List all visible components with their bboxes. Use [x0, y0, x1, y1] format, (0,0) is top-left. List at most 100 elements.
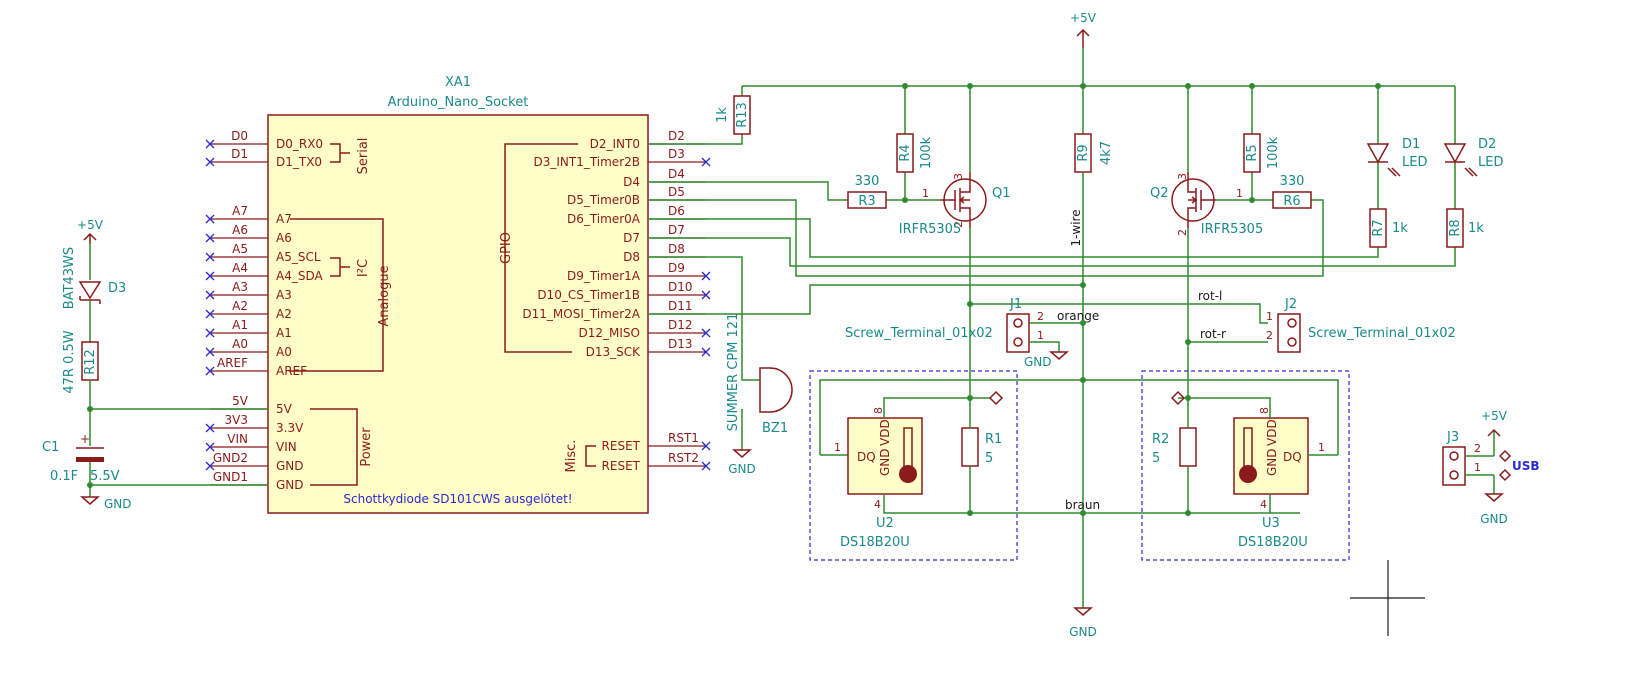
- r13-ref: R13: [735, 102, 750, 128]
- xa1-net-a7: A7: [232, 204, 248, 218]
- net-braun: braun: [1065, 498, 1100, 512]
- xa1-net-d0: D0: [231, 129, 248, 143]
- u3-pin8: 8: [1258, 407, 1271, 414]
- j3-pin1: 1: [1474, 461, 1481, 474]
- r13: R13 1k: [648, 86, 751, 145]
- u3-dq: DQ: [1283, 450, 1302, 464]
- j2-terminal: [1277, 313, 1301, 353]
- r9-ref: R9: [1076, 144, 1091, 161]
- group-analogue: Analogue: [377, 265, 392, 326]
- i2c-bracket: [330, 257, 350, 277]
- q1-ref: Q1: [992, 186, 1011, 201]
- xa1-pin-d13: D13_SCK: [586, 345, 642, 359]
- group-gpio: GPIO: [499, 232, 514, 264]
- xa1-pin-a5: A5_SCL: [276, 250, 321, 264]
- xa1-net-rst2: RST2: [668, 451, 699, 465]
- u2-pin4: 4: [874, 498, 881, 511]
- u3-pin1: 1: [1318, 441, 1325, 454]
- gnd-j1-label: GND: [1024, 355, 1052, 369]
- xa1-net-d6: D6: [668, 204, 685, 218]
- gnd-bz1-label: GND: [728, 462, 756, 476]
- gnd-c1-symbol: [80, 496, 100, 505]
- group-misc: Misc.: [564, 440, 579, 473]
- u2-gnd: GND: [878, 448, 892, 476]
- u2-vdd: VDD: [878, 419, 892, 446]
- r12-value: 47R 0.5W: [62, 330, 77, 393]
- xa1-pin-gnd1: GND: [276, 478, 304, 492]
- xa1-pin-vin: VIN: [276, 440, 297, 454]
- xa1-net-3v3: 3V3: [225, 413, 248, 427]
- xa1-net-d11: D11: [668, 299, 693, 313]
- u3-flag: [1170, 390, 1186, 406]
- r13-value: 1k: [715, 107, 730, 123]
- q1-value: IRFR5305: [899, 222, 961, 237]
- serial-bracket: [330, 143, 350, 163]
- u3-vdd: VDD: [1265, 419, 1279, 446]
- q1-pin1: 1: [922, 187, 929, 200]
- xa1-pin-d8: D8: [623, 250, 640, 264]
- plus5v-usb-symbol: [1487, 428, 1501, 437]
- xa1-pin-d11: D11_MOSI_Timer2A: [522, 307, 640, 321]
- u3-pin4: 4: [1260, 498, 1267, 511]
- u3-ref: U3: [1262, 516, 1280, 531]
- r13-resistor: [733, 95, 751, 135]
- u3-value: DS18B20U: [1238, 535, 1308, 550]
- sensor-u2: DQ GND VDD 1 4 8 U2 DS18B20U R1 5: [809, 370, 1339, 608]
- j3-pin2: 2: [1474, 442, 1481, 455]
- q2-pin1: 1: [1236, 187, 1243, 200]
- c1-value: 0.1F: [50, 469, 78, 484]
- r3-value: 330: [855, 174, 880, 189]
- xa1-ref: XA1: [445, 75, 471, 90]
- gnd-main-symbol: [1073, 607, 1093, 616]
- xa1-net-aref: AREF: [217, 356, 248, 370]
- led-stage: D1 LED R7 1k D2 LED R8 1k: [648, 86, 1503, 267]
- xa1-pin-a4: A4_SDA: [276, 269, 323, 283]
- net-rot-l: rot-l: [1198, 289, 1222, 303]
- u2-dq: DQ: [857, 450, 876, 464]
- j1-pin1: 1: [1037, 329, 1044, 342]
- xa1-pin-d4: D4: [623, 175, 640, 189]
- left-power-chain: +5V D3 BAT43WS R12 47R 0.5W + C1 0.1F 5.…: [42, 218, 268, 511]
- xa1-pin-d10: D10_CS_Timer1B: [537, 288, 640, 302]
- xa1-net-vin: VIN: [227, 432, 248, 446]
- net-rot-r: rot-r: [1200, 327, 1226, 341]
- xa1-net-d3: D3: [668, 147, 685, 161]
- xa1-net-d8: D8: [668, 242, 685, 256]
- xa1-net-d10: D10: [668, 280, 693, 294]
- q1-pin2: 2: [952, 221, 965, 228]
- xa1-pin-d6: D6_Timer0A: [567, 212, 641, 226]
- d3-value: BAT43WS: [62, 247, 77, 309]
- r6-ref: R6: [1283, 194, 1300, 209]
- xa1-net-gnd1: GND1: [213, 470, 248, 484]
- q2-pin2: 2: [1176, 229, 1189, 236]
- d1-led: [1366, 143, 1390, 164]
- j3-ref: J3: [1446, 430, 1459, 445]
- xa1-note: Schottkydiode SD101CWS ausgelötet!: [343, 492, 572, 506]
- r8-value: 1k: [1468, 221, 1484, 236]
- xa1-net-a1: A1: [232, 318, 248, 332]
- r7-ref: R7: [1371, 219, 1386, 236]
- u2-value: DS18B20U: [840, 535, 910, 550]
- xa1-pin-a1: A1: [276, 326, 292, 340]
- gnd-usb-label: GND: [1480, 512, 1508, 526]
- net-usb: USB: [1512, 459, 1540, 473]
- r8-resistor: [1446, 208, 1464, 248]
- xa1-net-a2: A2: [232, 299, 248, 313]
- q1-stage: R4 100k R3 330 1 2 3 Q1 IRFR5305: [648, 86, 1011, 398]
- u2-pin8: 8: [872, 407, 885, 414]
- xa1-net-a3: A3: [232, 280, 248, 294]
- c1-value2: 5.5V: [90, 469, 120, 484]
- r9-value: 4k7: [1099, 141, 1114, 165]
- j1-terminal: [1006, 313, 1030, 353]
- xa1-pin-rst1: RESET: [602, 439, 641, 453]
- xa1-pin-d3: D3_INT1_Timer2B: [533, 155, 640, 169]
- r4-value: 100k: [919, 136, 934, 169]
- r7-resistor: [1369, 208, 1387, 248]
- xa1-pin-d0: D0_RX0: [276, 137, 323, 151]
- r1-resistor: [961, 427, 979, 467]
- c1-ref: C1: [42, 440, 59, 455]
- xa1-net-gnd2: GND2: [213, 451, 248, 465]
- j3-usb: J3 2 1 +5V GND USB: [1442, 409, 1540, 526]
- u3-gnd: GND: [1265, 448, 1279, 476]
- net-orange: orange: [1057, 309, 1099, 323]
